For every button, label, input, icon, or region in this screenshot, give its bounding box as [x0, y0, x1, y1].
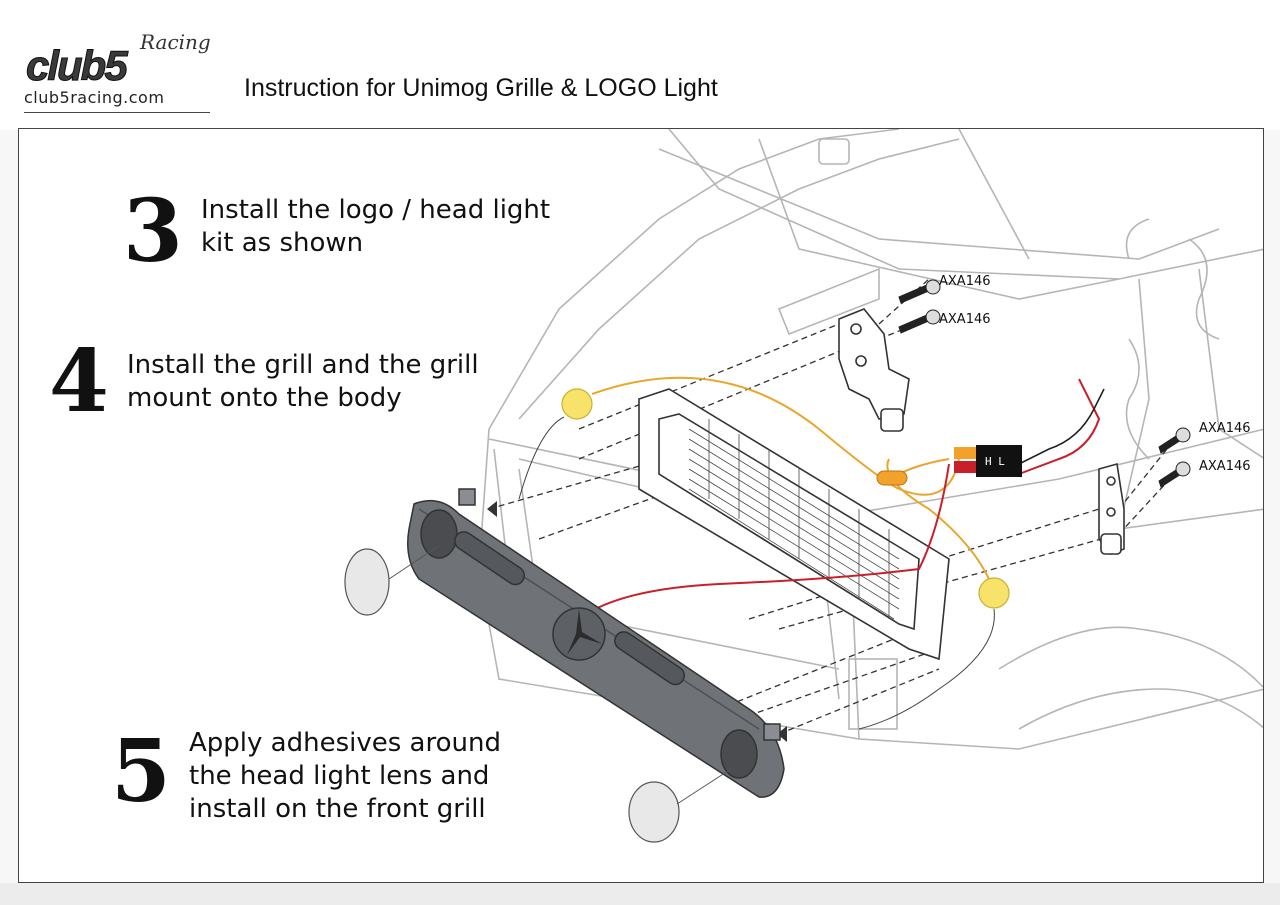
- step-3-text: Install the logo / head light kit as sho…: [201, 195, 551, 258]
- assembly-diagram: H L: [344, 129, 1263, 843]
- part-label-screw-2: AXA146: [939, 312, 991, 327]
- bracket-right: [1098, 462, 1125, 555]
- logo-wordmark-text: club5: [26, 48, 128, 88]
- logo-url[interactable]: club5racing.com: [24, 88, 165, 107]
- wiring: [578, 376, 1105, 620]
- led-left-leader: [518, 416, 565, 500]
- step-5-number: 5: [111, 721, 171, 822]
- led-right-leader: [858, 608, 995, 730]
- part-label-screw-3: AXA146: [1199, 421, 1251, 436]
- page-header: Racing club5 club5racing.com Instruction…: [0, 0, 1280, 130]
- led-left: [561, 388, 593, 420]
- lens-left: [344, 548, 390, 616]
- lens-right: [628, 781, 680, 843]
- logo-divider: [24, 112, 210, 113]
- led-right: [978, 577, 1010, 609]
- instruction-panel: H L 3 Install the logo / head light kit …: [18, 128, 1264, 883]
- part-label-screw-1: AXA146: [939, 274, 991, 289]
- step-4-number: 4: [49, 331, 109, 432]
- logo-script-text: Racing: [140, 30, 211, 54]
- bracket-upper: [838, 308, 910, 432]
- page-title: Instruction for Unimog Grille & LOGO Lig…: [244, 74, 718, 102]
- lens-left-leader: [388, 546, 438, 580]
- step-4-text: Install the grill and the grill mount on…: [127, 350, 479, 413]
- lens-right-leader: [676, 768, 732, 805]
- step-3-number: 3: [123, 181, 183, 282]
- inline-connector: [876, 470, 908, 486]
- logo-wordmark: club5: [26, 48, 131, 88]
- radiator-core: [688, 419, 900, 620]
- front-grille: [407, 488, 785, 798]
- screws: [898, 279, 1191, 488]
- step-5-text: Apply adhesives around the head light le…: [189, 728, 501, 824]
- brand-logo[interactable]: Racing club5 club5racing.com: [22, 30, 212, 113]
- switch-box: [954, 445, 1022, 477]
- part-label-screw-4: AXA146: [1199, 459, 1251, 474]
- bottom-band: [0, 883, 1280, 905]
- switch-label: H L: [985, 455, 1005, 468]
